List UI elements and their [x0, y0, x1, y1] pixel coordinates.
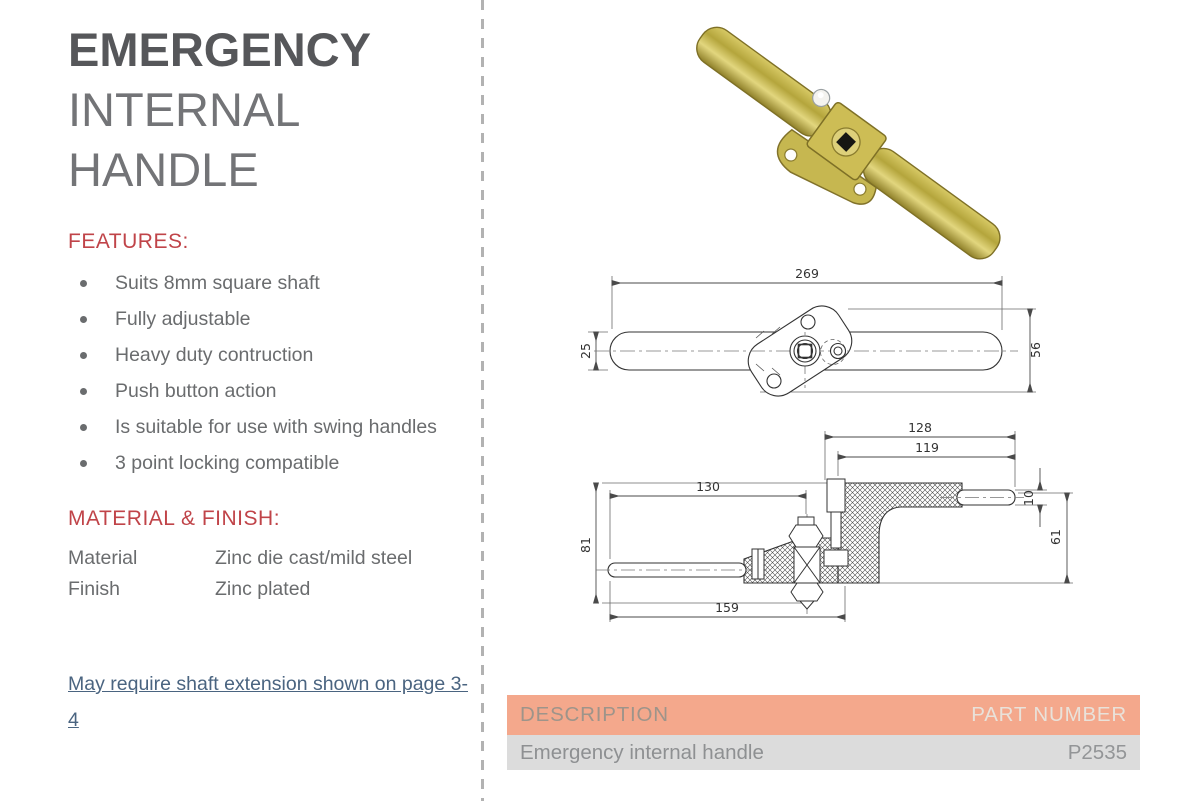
- handle-arm-upper: [696, 26, 832, 137]
- feature-item: Suits 8mm square shaft: [68, 270, 470, 297]
- feature-item: 3 point locking compatible: [68, 450, 470, 477]
- dim-61-label: 61: [1048, 529, 1063, 545]
- hex-nut-lower: [790, 582, 824, 602]
- mount-hole-right: [853, 182, 867, 196]
- dim-159-label: 159: [715, 600, 739, 615]
- description-header: DESCRIPTION: [520, 703, 669, 726]
- feature-item: Fully adjustable: [68, 306, 470, 333]
- part-table: DESCRIPTION PART NUMBER Emergency intern…: [507, 695, 1140, 770]
- hex-nut-upper: [788, 524, 824, 548]
- feature-item: Push button action: [68, 378, 470, 405]
- dim-56-label: 56: [1028, 342, 1043, 358]
- vertical-dashed-divider: [481, 0, 484, 801]
- dim-10-label: 10: [1021, 490, 1036, 506]
- page-title-line2: INTERNAL: [68, 83, 301, 136]
- mount-hole-left: [784, 148, 798, 162]
- part-table-row: Emergency internal handle P2535: [507, 735, 1140, 770]
- material-label: Material: [68, 547, 138, 569]
- finish-value: Zinc plated: [215, 578, 311, 600]
- finish-row: Finish Zinc plated: [68, 574, 470, 605]
- dim-119-label: 119: [915, 440, 939, 455]
- section-body-upper: [837, 482, 963, 584]
- feature-item: Is suitable for use with swing handles: [68, 414, 470, 441]
- page-title-line3: HANDLE: [68, 143, 259, 196]
- square-hole-symbol: [797, 343, 813, 359]
- part-number-header: PART NUMBER: [971, 703, 1127, 726]
- shaft-extension-note: May require shaft extension shown on pag…: [68, 666, 472, 738]
- drawing-section-view: 128 119 130 10 61 81 159: [578, 420, 1073, 622]
- dim-25-label: 25: [578, 343, 593, 359]
- push-button-section: [826, 478, 846, 513]
- material-finish-rows: Material Zinc die cast/mild steel Finish…: [68, 543, 470, 605]
- handle-arm-lower: [862, 147, 1001, 260]
- material-value: Zinc die cast/mild steel: [215, 547, 413, 569]
- description-cell: Emergency internal handle: [520, 740, 764, 764]
- dim-81-label: 81: [578, 537, 593, 553]
- feature-item: Heavy duty contruction: [68, 342, 470, 369]
- finish-label: Finish: [68, 578, 121, 600]
- features-heading: FEATURES:: [68, 230, 189, 253]
- square-shaft-hole: [836, 132, 856, 152]
- shaft-extension-link[interactable]: May require shaft extension shown on pag…: [68, 673, 468, 731]
- material-finish-heading: MATERIAL & FINISH:: [68, 507, 281, 530]
- dim-269-label: 269: [795, 266, 819, 281]
- left-column: EMERGENCY INTERNAL HANDLE FEATURES: Suit…: [68, 20, 470, 605]
- part-number-cell: P2535: [1067, 740, 1127, 764]
- dim-128-label: 128: [908, 420, 932, 435]
- dim-130-label: 130: [696, 479, 720, 494]
- features-list: Suits 8mm square shaft Fully adjustable …: [68, 270, 470, 477]
- drawing-top-view: 269 25 56: [578, 266, 1043, 397]
- product-photo: [696, 26, 1001, 260]
- page-title-line1: EMERGENCY: [68, 23, 371, 76]
- material-row: Material Zinc die cast/mild steel: [68, 543, 470, 574]
- part-table-header: DESCRIPTION PART NUMBER: [507, 695, 1140, 735]
